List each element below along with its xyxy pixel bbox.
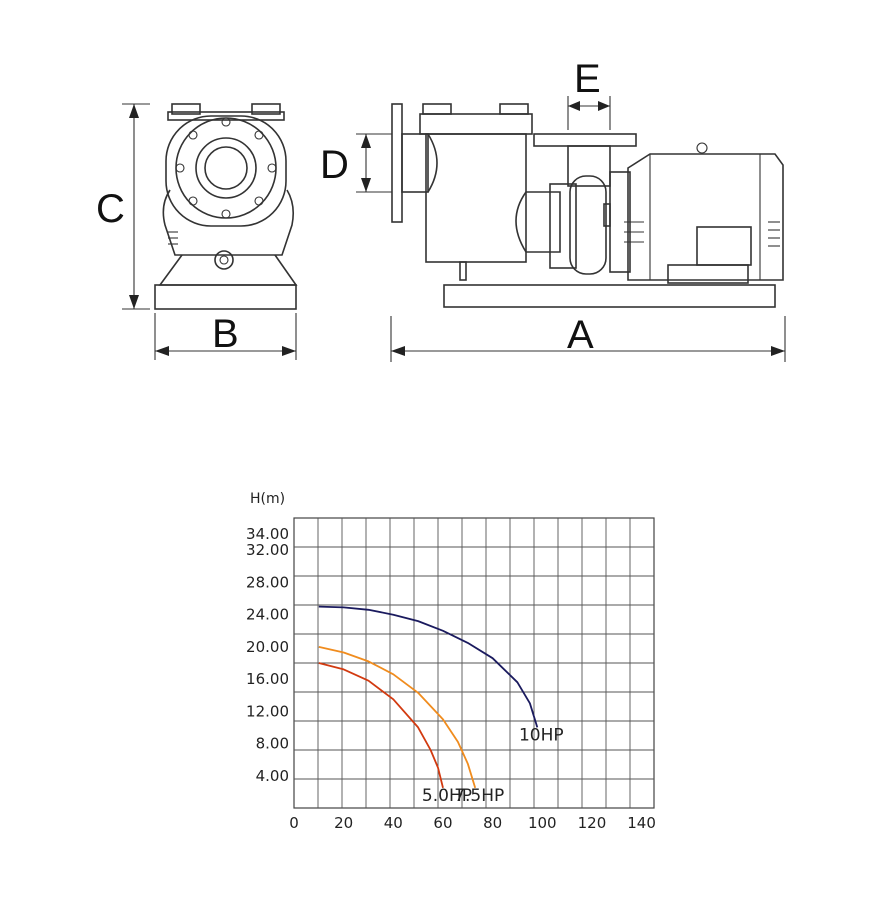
y-tick-label: 28.00 xyxy=(246,573,289,591)
series-line-7-5hp xyxy=(318,646,477,789)
pump-side-view xyxy=(391,103,784,308)
series-label-5-0hp: 5.0HP xyxy=(422,786,472,806)
x-axis-ticks: 0 20 40 60 80 100 120 140 xyxy=(289,814,656,832)
y-tick-label: 12.00 xyxy=(246,702,289,720)
y-tick-label: 16.00 xyxy=(246,670,289,688)
dimension-label-a: A xyxy=(567,313,594,357)
pump-curve-chart: 4.00 8.00 12.00 16.00 20.00 24.00 28.00 32.0034… xyxy=(246,491,656,832)
y-tick-label: 32.00 xyxy=(246,541,289,559)
dimension-b: B xyxy=(154,312,297,360)
y-axis-title: H(m) xyxy=(250,491,285,507)
y-tick-label: 24.00 xyxy=(246,606,289,624)
series-label-7-5hp: 7.5HP xyxy=(454,786,504,806)
y-tick-label: 34.00 xyxy=(246,525,289,543)
dimension-c: C xyxy=(96,103,150,310)
y-tick-label: 8.00 xyxy=(256,735,289,753)
chart-series xyxy=(318,605,539,789)
dimension-label-c: C xyxy=(96,187,125,231)
series-line-5-0hp xyxy=(318,662,444,789)
x-tick-label: 120 xyxy=(578,814,607,832)
dimension-a: A xyxy=(390,313,786,362)
series-label-10hp: 10HP xyxy=(519,725,564,745)
x-tick-label: 40 xyxy=(384,814,403,832)
dimension-label-b: B xyxy=(212,312,239,356)
y-tick-label: 20.00 xyxy=(246,638,289,656)
x-tick-label: 80 xyxy=(483,814,502,832)
y-axis-ticks: 4.00 8.00 12.00 16.00 20.00 24.00 28.00 32.0034… xyxy=(246,525,289,785)
pump-front-view xyxy=(154,103,298,310)
x-tick-label: 100 xyxy=(528,814,557,832)
dimension-label-e: E xyxy=(574,57,601,101)
dimension-label-d: D xyxy=(320,143,349,187)
x-tick-label: 60 xyxy=(433,814,452,832)
x-tick-label: 0 xyxy=(289,814,299,832)
pump-dimension-drawing: C B xyxy=(96,57,786,362)
x-tick-label: 20 xyxy=(334,814,353,832)
series-line-10hp xyxy=(318,605,539,728)
y-tick-label: 4.00 xyxy=(256,767,289,785)
dimension-d: D xyxy=(320,133,392,193)
dimension-e: E xyxy=(567,57,611,130)
x-tick-label: 140 xyxy=(627,814,656,832)
chart-grid xyxy=(293,517,655,809)
